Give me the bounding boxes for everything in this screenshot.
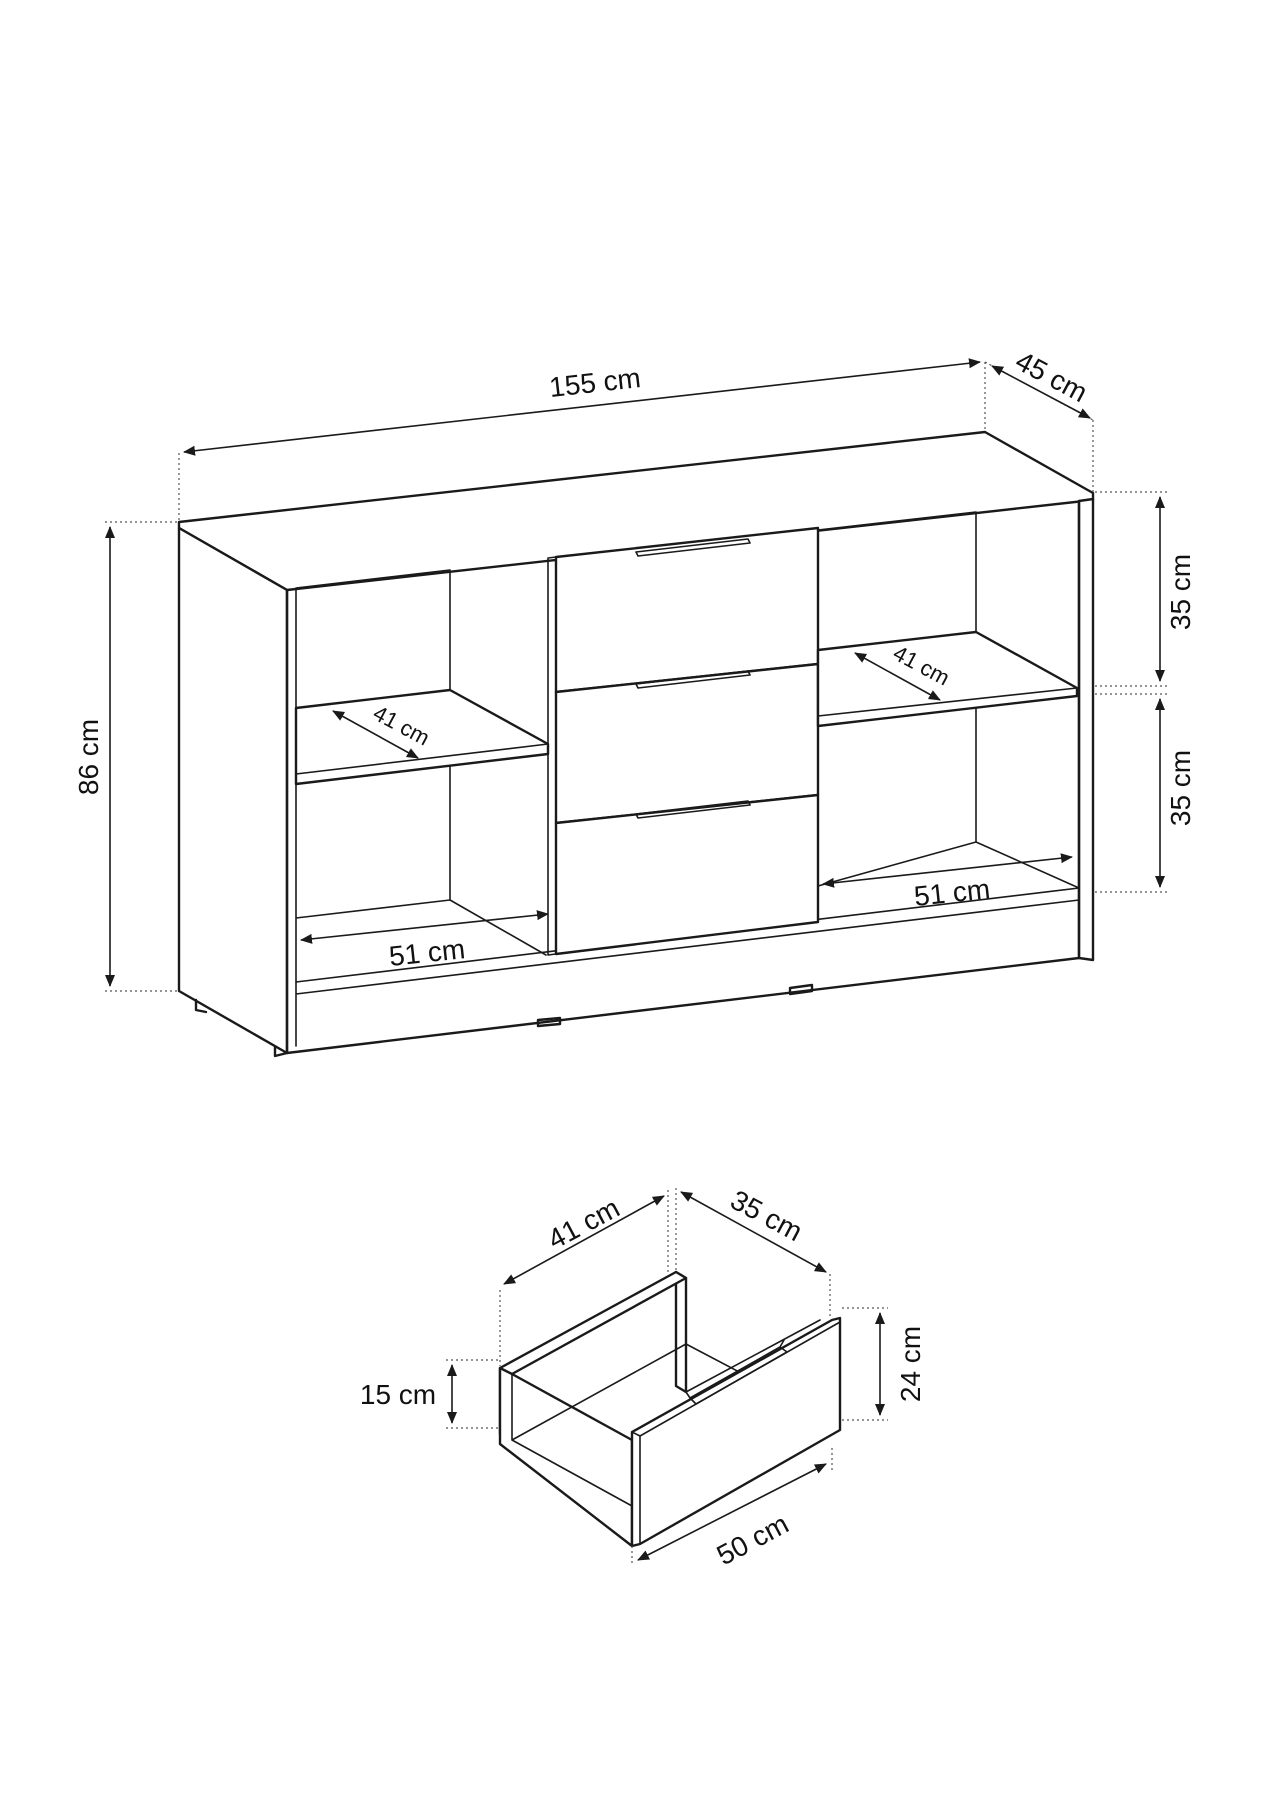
- drawer-length-label: 50 cm: [712, 1508, 794, 1571]
- height-label: 86 cm: [73, 719, 104, 795]
- drawer-front-panel: [630, 1316, 842, 1548]
- drawer-front-width-label: 35 cm: [726, 1184, 808, 1247]
- drawer-back-panel: [674, 1270, 688, 1394]
- depth-dimension-line: [991, 365, 1091, 419]
- right-bottom-width-label: 51 cm: [912, 873, 991, 912]
- drawer-depth-label: 41 cm: [543, 1192, 625, 1255]
- drawer-inner-lines: [511, 1319, 821, 1507]
- cabinet-front-frame: [285, 499, 1081, 1055]
- drawer-handle-middle: [635, 670, 751, 689]
- width-dimension-line: [183, 358, 981, 456]
- drawer-front-bottom: [554, 793, 820, 956]
- drawer-handle-bottom: [635, 800, 751, 819]
- depth-label: 45 cm: [1011, 345, 1093, 408]
- drawer-depth-dimension-line: [503, 1195, 665, 1285]
- drawer-front-width-dimension-line: [680, 1191, 827, 1273]
- lower-right-label: 35 cm: [1165, 750, 1196, 826]
- cabinet-right-side-panel: [1077, 497, 1095, 962]
- drawer-side-face: [498, 1366, 634, 1548]
- right-shelf-depth-line: [854, 652, 941, 701]
- left-shelf-depth-line: [332, 710, 419, 759]
- cabinet-left-side-panel: [177, 526, 289, 1055]
- right-bottom-width-line: [822, 853, 1073, 888]
- drawer-handle: [685, 1339, 788, 1405]
- cabinet-plinth: [295, 899, 1080, 1047]
- sideboard-cabinet: [177, 430, 1095, 1058]
- upper-right-label: 35 cm: [1165, 554, 1196, 630]
- drawer-length-dimension-line: [637, 1463, 827, 1561]
- cabinet-feet: [194, 983, 814, 1058]
- drawer-handle-top: [635, 538, 751, 557]
- drawer-side-height-label: 15 cm: [360, 1379, 436, 1410]
- drawer-detail: [498, 1270, 842, 1548]
- width-label: 155 cm: [548, 362, 643, 403]
- drawer-front-height-label: 24 cm: [895, 1326, 926, 1402]
- left-bottom-width-line: [300, 910, 549, 944]
- drawer-dimensions: 41 cm 35 cm 24 cm 15 cm 50 cm: [360, 1184, 926, 1571]
- left-bottom-width-label: 51 cm: [387, 933, 466, 972]
